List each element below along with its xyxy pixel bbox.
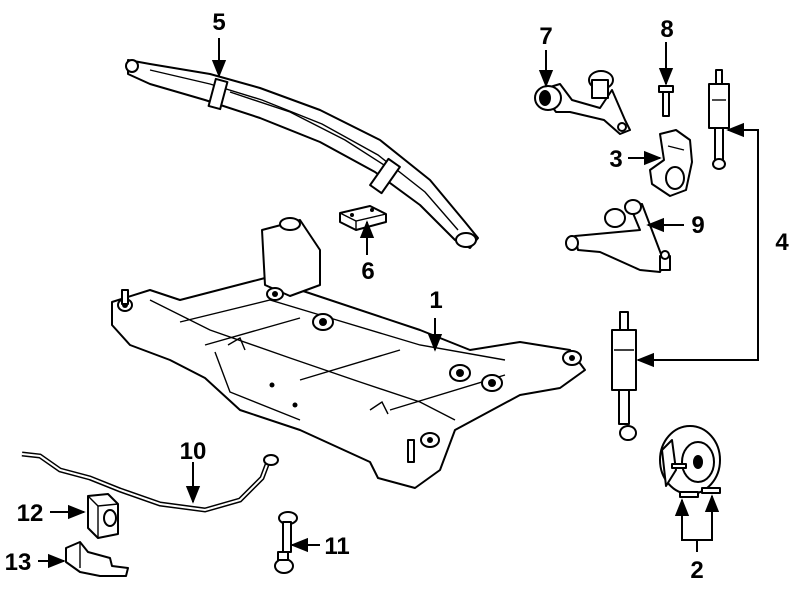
bushing-bracket [65, 541, 129, 577]
callout-7: 7 [539, 23, 552, 50]
callout-12: 12 [17, 500, 44, 527]
callout-13: 13 [5, 549, 32, 576]
stabilizer-link [274, 511, 298, 574]
callout-10: 10 [180, 438, 207, 465]
callout-2: 2 [690, 557, 703, 584]
shock-absorber-upper [708, 69, 730, 170]
leader-lines [38, 38, 759, 569]
callout-8: 8 [660, 16, 673, 43]
leaf-spring [125, 59, 479, 249]
callout-5: 5 [212, 9, 225, 36]
stabilizer-bushing [87, 493, 119, 539]
callout-4: 4 [775, 229, 789, 256]
callout-11: 11 [324, 533, 349, 560]
shock-absorber-lower [611, 311, 637, 441]
stabilizer-bar [21, 451, 279, 513]
upper-control-arm [534, 70, 631, 135]
spring-pad [339, 205, 387, 231]
callout-9: 9 [691, 212, 704, 239]
callout-labels: 5 7 8 3 9 4 6 1 10 12 11 13 2 [5, 9, 790, 584]
callout-1: 1 [429, 287, 442, 314]
steering-knuckle [649, 129, 693, 197]
callout-6: 6 [361, 258, 374, 285]
wheel-hub [659, 425, 721, 498]
bolt [658, 85, 674, 117]
lower-control-arm [565, 199, 671, 273]
callout-3: 3 [609, 146, 622, 173]
crossmember-frame [111, 217, 586, 489]
